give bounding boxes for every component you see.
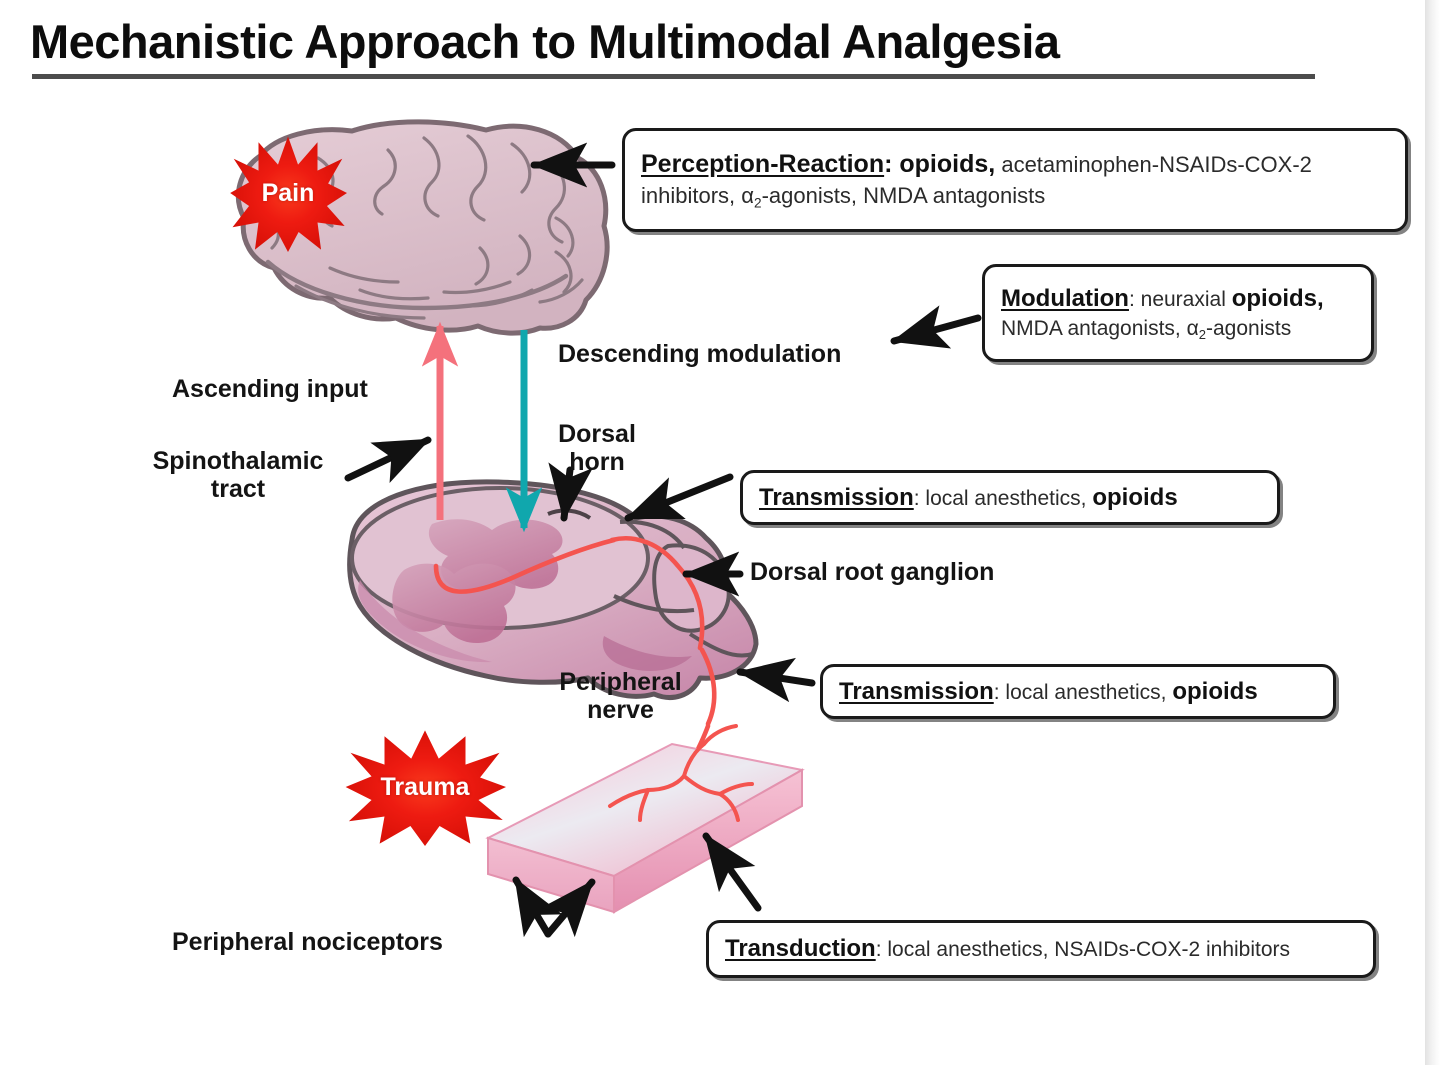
callout-body: local anesthetics, [925, 486, 1093, 510]
callout-subscript: 2 [754, 195, 762, 211]
label-dorsal-root-ganglion: Dorsal root ganglion [750, 558, 995, 586]
pain-burst: Pain [224, 134, 352, 252]
starburst-icon [230, 136, 347, 252]
callout-transmission-peripheral: Transmission: local anesthetics, opioids [820, 664, 1336, 719]
callout-separator: : [993, 680, 1006, 704]
arrow-transmission-1 [624, 473, 734, 522]
callout-prefix: neuraxial [1140, 288, 1232, 311]
callout-transduction: Transduction: local anesthetics, NSAIDs-… [706, 920, 1376, 978]
trauma-burst: Trauma [344, 728, 506, 846]
spinal-cord-illustration [347, 479, 759, 700]
callout-body: local anesthetics, [1005, 680, 1173, 704]
arrow-spinothalamic [344, 436, 432, 484]
callout-separator: : [875, 938, 888, 962]
callout-body: NMDA antagonists, α [1001, 316, 1199, 340]
callout-emphasis: opioids [1092, 483, 1178, 511]
label-peripheral-nerve: Peripheral nerve [559, 668, 682, 724]
label-ascending-input: Ascending input [172, 375, 368, 403]
callout-heading: Transmission [839, 677, 994, 705]
callout-heading: Perception-Reaction [641, 149, 885, 178]
callout-subscript: 2 [1198, 326, 1206, 342]
arrow-nociceptor-left [512, 876, 563, 938]
arrow-dorsal-horn [548, 462, 593, 522]
label-descending-modulation: Descending modulation [558, 340, 842, 368]
callout-heading: Transmission [759, 483, 914, 511]
page-title: Mechanistic Approach to Multimodal Analg… [30, 15, 1060, 68]
callout-separator: : [1128, 288, 1141, 311]
callout-tail: -agonists [1205, 316, 1292, 340]
callout-perception-reaction: Perception-Reaction: opioids, acetaminop… [622, 128, 1408, 232]
skin-tissue-illustration [485, 724, 805, 914]
callout-body: acetaminophen-NSAIDs-COX-2 inhibitors, α [641, 151, 1312, 208]
label-spinothalamic-tract: Spinothalamic tract [152, 447, 324, 503]
arrow-transduction [702, 832, 762, 912]
callout-modulation: Modulation: neuraxial opioids, NMDA anta… [982, 264, 1374, 362]
label-peripheral-nociceptors: Peripheral nociceptors [172, 928, 443, 956]
starburst-icon [345, 730, 506, 846]
arrow-transmission-2 [736, 657, 816, 703]
arrow-modulation [890, 305, 982, 349]
callout-separator: : [913, 486, 926, 510]
callout-emphasis: opioids, [899, 149, 996, 178]
title-underline [32, 74, 1315, 79]
callout-body: local anesthetics, NSAIDs-COX-2 inhibito… [887, 938, 1291, 962]
callout-heading: Modulation [1001, 285, 1129, 312]
label-dorsal-horn: Dorsal horn [558, 420, 636, 476]
arrow-nociceptor-right [540, 878, 596, 938]
callout-separator: : [884, 149, 900, 178]
callout-transmission-spinal: Transmission: local anesthetics, opioids [740, 470, 1280, 525]
callout-emphasis: opioids, [1231, 285, 1324, 312]
callout-heading: Transduction [725, 935, 876, 963]
callout-emphasis: opioids [1172, 677, 1258, 705]
callout-tail: -agonists, NMDA antagonists [761, 182, 1046, 208]
page-right-edge [1425, 0, 1440, 1065]
